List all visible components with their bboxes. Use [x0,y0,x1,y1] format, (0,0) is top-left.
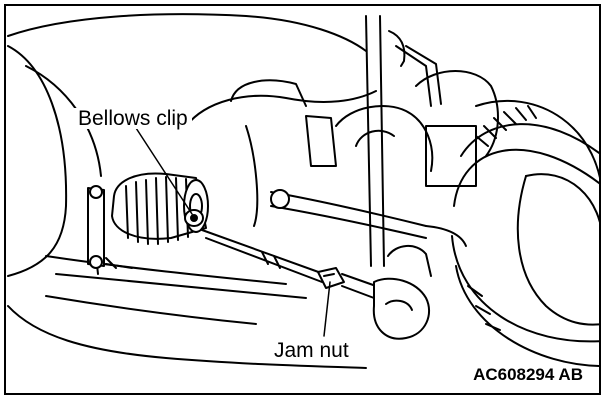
leader-lines [135,127,331,337]
stabilizer-link [87,185,133,269]
figure-frame: Bellows clip Jam nut AC608294 AB [4,4,601,395]
jam-nut-label: Jam nut [270,340,353,361]
upper-arm [270,189,467,247]
jam-nut-leader [323,281,331,337]
figure-id: AC608294 AB [471,365,585,384]
bellows-clip [184,209,204,227]
bellows-boot [111,172,209,245]
tie-rod-end [341,245,432,340]
tie-rod [201,229,325,283]
strut-rod [365,15,442,267]
brake-disc [451,100,599,367]
subframe-upper [185,70,499,227]
jam-nut [317,267,345,289]
suspension-illustration [7,13,599,369]
bellows-clip-label: Bellows clip [74,108,192,129]
bellows-clip-leader [135,127,193,215]
